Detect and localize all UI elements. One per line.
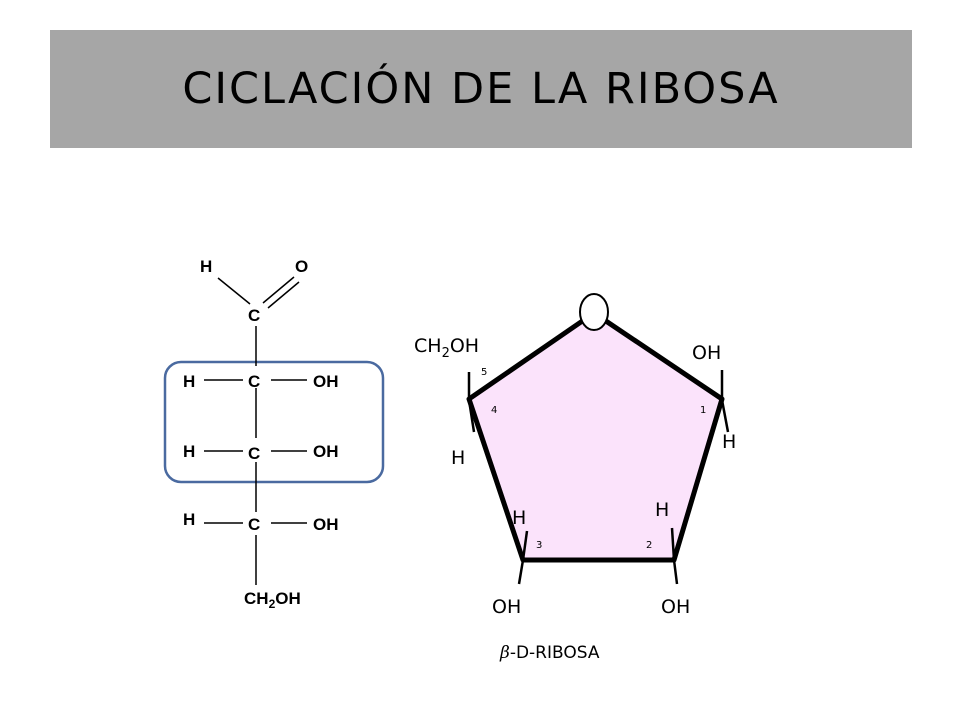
ring-oxygen	[579, 293, 609, 331]
fischer-row1-oh: OH	[313, 372, 339, 391]
c3-down-bond	[517, 559, 525, 585]
fischer-row3-c: C	[248, 515, 260, 534]
carbon-number-3: 3	[536, 540, 542, 551]
fischer-projection: H O C H C OH H C OH H C OH CH2OH	[163, 257, 385, 611]
c1-down-bond	[720, 399, 730, 433]
fischer-aldehyde-c: C	[248, 306, 260, 325]
haworth-ring: CH2OH OH H H H H OH OH 5 4 1 3 2	[414, 293, 736, 618]
carbon-number-5: 5	[481, 367, 487, 378]
fischer-top-h: H	[200, 257, 212, 276]
fischer-row2-c: C	[248, 444, 260, 463]
c4-down-bond	[467, 399, 476, 433]
ring-c3-oh: OH	[492, 596, 521, 618]
title-banner: CICLACIÓN DE LA RIBOSA	[50, 30, 912, 148]
page-title: CICLACIÓN DE LA RIBOSA	[182, 64, 780, 114]
c2-up-bond	[670, 527, 676, 561]
fischer-row3-h: H	[183, 510, 195, 529]
carbon-number-1: 1	[700, 405, 706, 416]
ring-c2-h: H	[655, 499, 669, 521]
double-bond-a	[262, 276, 295, 304]
ring-c3-h: H	[512, 507, 526, 529]
furanose-ring	[466, 310, 725, 563]
carbon-number-2: 2	[646, 540, 652, 551]
double-bond-b	[267, 281, 300, 309]
fischer-row1-c: C	[248, 372, 260, 391]
c3-up-bond	[521, 530, 529, 561]
fischer-row3-oh: OH	[313, 515, 339, 534]
fischer-bottom-ch2oh: CH2OH	[244, 589, 301, 611]
bond-h-c1	[217, 277, 251, 305]
carbon-number-4: 4	[491, 405, 497, 416]
fischer-row2-oh: OH	[313, 442, 339, 461]
fischer-top-o: O	[295, 257, 308, 276]
ring-ch2oh: CH2OH	[414, 335, 479, 361]
fischer-row2-h: H	[183, 442, 195, 461]
fischer-row1-h: H	[183, 372, 195, 391]
ring-c4-h: H	[451, 447, 465, 469]
c2-down-bond	[672, 559, 679, 585]
ring-c2-oh: OH	[661, 596, 690, 618]
highlight-box	[163, 360, 385, 484]
ring-c1-oh: OH	[692, 342, 721, 364]
ring-caption: β-D-RIBOSA	[499, 643, 600, 663]
ring-c1-h: H	[722, 431, 736, 453]
